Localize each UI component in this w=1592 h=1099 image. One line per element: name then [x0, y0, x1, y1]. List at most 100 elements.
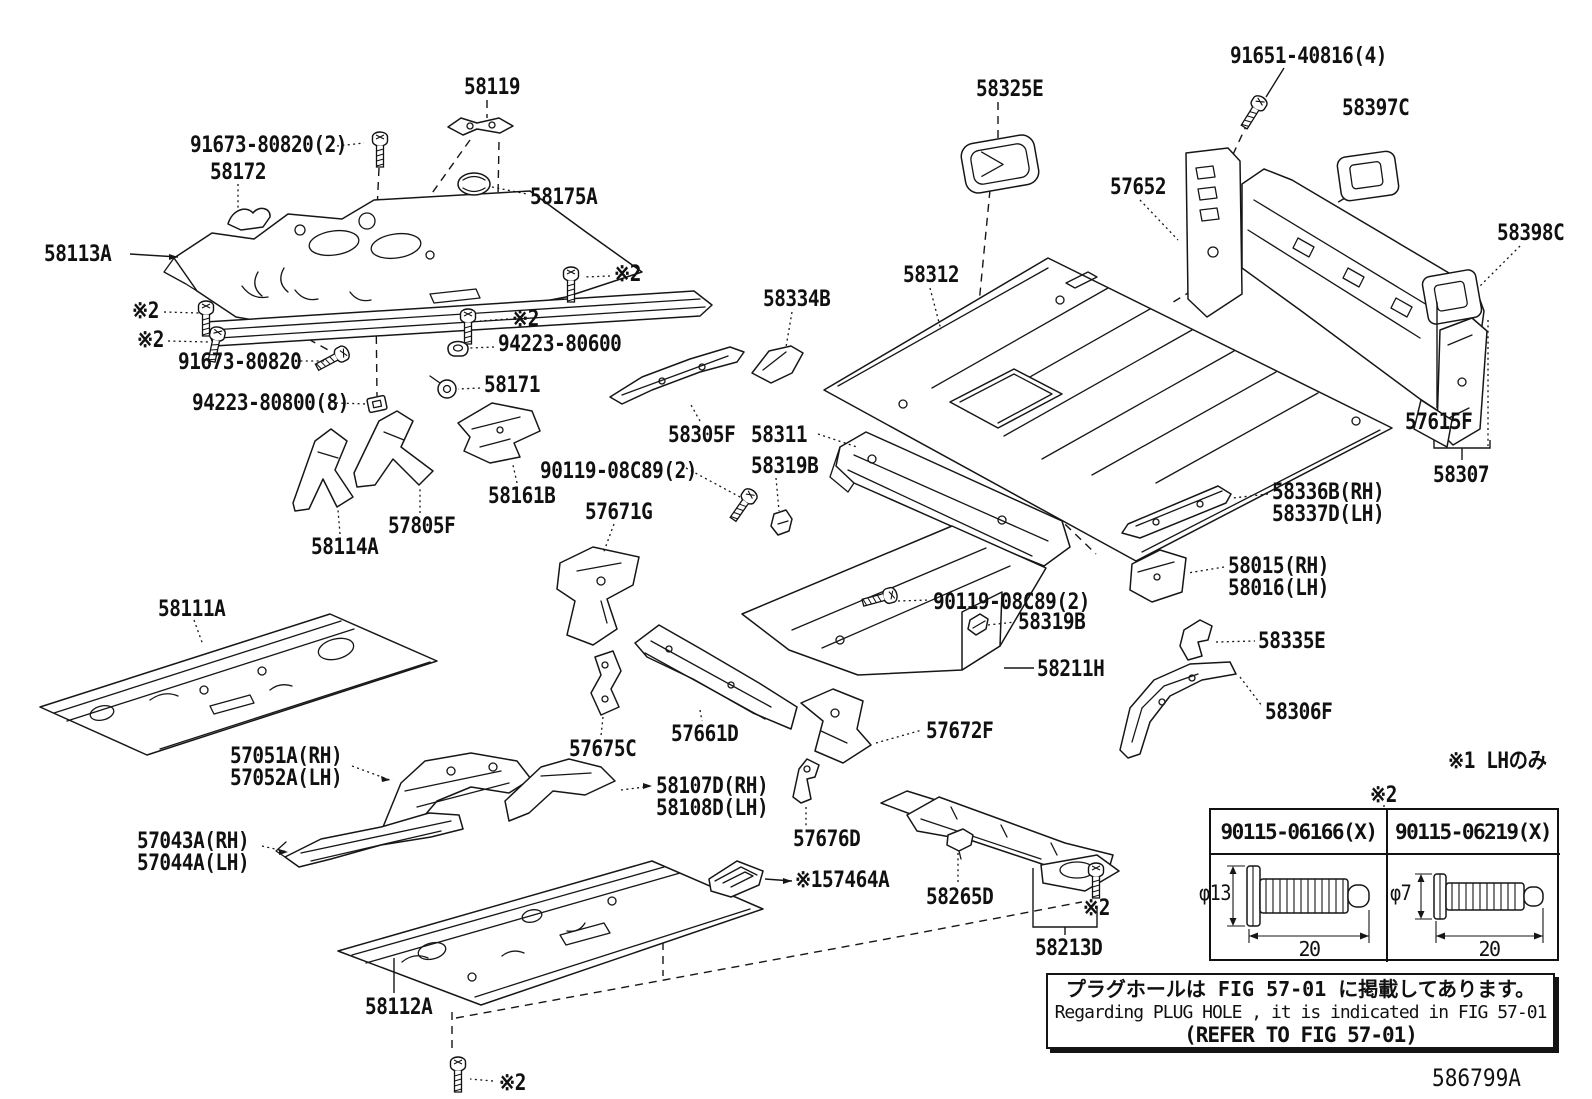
- note-2-table-marker: ※2: [1370, 783, 1398, 808]
- figure-code: 586799A: [1432, 1064, 1522, 1092]
- callout-note2-f: ※2: [499, 1071, 527, 1096]
- callout-58325E: 58325E: [976, 77, 1044, 102]
- callout-58161B: 58161B: [488, 484, 556, 509]
- part-57661D-member: [634, 624, 798, 730]
- callout-57676D: 57676D: [793, 827, 861, 852]
- callout-57615F: 57615F: [1405, 410, 1473, 435]
- callout-58319B-a: 58319B: [751, 454, 819, 479]
- callout-note2-d: ※2: [512, 307, 540, 332]
- table-bolt-90115-06219: [1415, 873, 1544, 943]
- callout-note2-b: ※2: [132, 299, 160, 324]
- part-57043A-member: [275, 812, 464, 868]
- part-58311-crossmember: [829, 431, 1071, 567]
- callout-note2-a: ※2: [614, 262, 642, 287]
- callout-57671G: 57671G: [585, 500, 653, 525]
- callout-58172: 58172: [210, 160, 267, 185]
- part-58111A-front-floor-pan-LH: [39, 613, 438, 756]
- part-58305F-member: [609, 346, 745, 405]
- callout-91673-80820: 91673-80820: [178, 350, 302, 375]
- callout-note2-e: ※2: [1083, 896, 1111, 921]
- plug-note-reference: (REFER TO FIG 57-01): [1184, 1023, 1418, 1048]
- callout-58337D-LH: 58337D(LH): [1272, 502, 1385, 527]
- callout-58112A: 58112A: [365, 995, 433, 1020]
- callout-94223-80800: 94223-80800(8): [192, 391, 350, 416]
- part-58172-bracket: [227, 207, 271, 231]
- callout-57464A: ※157464A: [795, 868, 890, 893]
- callout-58305F: 58305F: [668, 423, 736, 448]
- part-58213D-floor-crossmember: [880, 790, 1120, 892]
- callout-58334B: 58334B: [763, 287, 831, 312]
- callout-94223-80600: 94223-80600: [498, 332, 622, 357]
- part-58175A-clip: [457, 172, 491, 196]
- part-57805F-brace: [353, 410, 434, 488]
- part-57676D-bracket: [792, 758, 820, 804]
- part-58265D-clip: [946, 828, 974, 860]
- callout-58398C: 58398C: [1497, 221, 1565, 246]
- callout-58312: 58312: [903, 263, 960, 288]
- callout-58336B-RH: 58336B(RH): [1272, 480, 1385, 505]
- callout-58175A: 58175A: [530, 185, 598, 210]
- callout-58016-LH: 58016(LH): [1228, 576, 1329, 601]
- callout-58119: 58119: [464, 75, 521, 100]
- bolt-diameter-label-1: φ13: [1199, 881, 1232, 905]
- callout-58114A: 58114A: [311, 535, 379, 560]
- part-57672F-bracket: [800, 688, 872, 764]
- callout-58397C: 58397C: [1342, 96, 1410, 121]
- callout-58211H: 58211H: [1037, 657, 1105, 682]
- callout-58113A: 58113A: [44, 242, 112, 267]
- part-58325E-plug-grommet: [960, 134, 1040, 194]
- callout-58111A: 58111A: [158, 597, 226, 622]
- part-58171-clip: [429, 375, 457, 399]
- callout-57043A-RH: 57043A(RH): [137, 829, 250, 854]
- callout-91651-40816: 91651-40816(4): [1230, 44, 1388, 69]
- nut-94223-80800-icon: [366, 394, 388, 414]
- callout-90119-08C89-a: 90119-08C89(2): [540, 459, 698, 484]
- bolt-length-label-2: 20: [1478, 937, 1501, 961]
- part-58113A-front-floor-pan-upper: [163, 190, 713, 347]
- bolt-diameter-label-2: φ7: [1390, 881, 1412, 905]
- part-58161B-bracket: [457, 402, 541, 464]
- callout-58108D-LH: 58108D(LH): [656, 796, 769, 821]
- note-1-lh-only: ※1 LHのみ: [1448, 749, 1547, 774]
- part-58112A-front-floor-pan-RH: [337, 860, 764, 1006]
- part-58015-bracket: [1129, 549, 1187, 603]
- nut-94223-80600-icon: [447, 340, 469, 357]
- callout-57044A-LH: 57044A(LH): [137, 851, 250, 876]
- fastener-part-number-1: 90115-06166(X): [1220, 820, 1378, 844]
- callout-58107D-RH: 58107D(RH): [656, 774, 769, 799]
- fastener-table-header-divider: [1209, 853, 1560, 855]
- callout-58213D: 58213D: [1035, 936, 1103, 961]
- callout-90119-08C89-b: 90119-08C89(2): [933, 590, 1091, 615]
- callout-58319B-b: 58319B: [1018, 610, 1086, 635]
- callout-58307: 58307: [1433, 463, 1490, 488]
- part-58397C-grommet: [1336, 150, 1400, 202]
- callout-91673-80820-2: 91673-80820(2): [190, 133, 348, 158]
- bolt-length-label-1: 20: [1298, 937, 1321, 961]
- callout-58311: 58311: [751, 423, 808, 448]
- part-58107D-panel: [504, 758, 616, 822]
- part-58398C-grommet: [1421, 269, 1483, 325]
- callout-58306F: 58306F: [1265, 700, 1333, 725]
- part-58334B-bracket: [751, 345, 804, 384]
- callout-57661D: 57661D: [671, 722, 739, 747]
- callout-58265D: 58265D: [926, 885, 994, 910]
- part-58312-rear-floor-panel: [823, 257, 1393, 562]
- callout-57051A-RH: 57051A(RH): [230, 744, 343, 769]
- part-57652-upper-back-panel: [1185, 147, 1488, 448]
- callout-57052A-LH: 57052A(LH): [230, 766, 343, 791]
- plug-hole-note-box: プラグホールは FIG 57-01 に掲載してあります。 Regarding P…: [1046, 973, 1555, 1049]
- callout-58335E: 58335E: [1258, 629, 1326, 654]
- callout-57652: 57652: [1110, 175, 1167, 200]
- plug-note-english: Regarding PLUG HOLE , it is indicated in…: [1054, 1002, 1548, 1024]
- part-57464A-sill-tray: [708, 860, 764, 898]
- callout-57805F: 57805F: [388, 514, 456, 539]
- callout-58015-RH: 58015(RH): [1228, 554, 1329, 579]
- fastener-spec-table: [1209, 808, 1559, 961]
- part-58335E-clip: [1179, 619, 1213, 661]
- part-58119-bracket: [447, 117, 514, 136]
- fastener-table-column-divider: [1386, 808, 1388, 962]
- part-58336B-reinforcement: [1121, 485, 1232, 539]
- fastener-part-number-2: 90115-06219(X): [1394, 820, 1553, 844]
